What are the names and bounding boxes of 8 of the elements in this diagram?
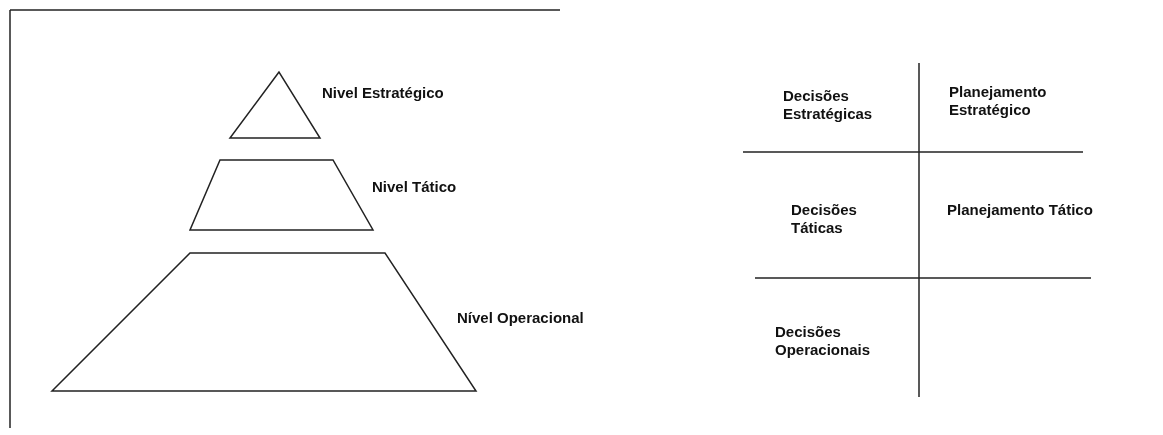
table-cell-text: Decisões Estratégicas xyxy=(783,87,874,123)
level-label: Nível Operacional xyxy=(457,309,585,327)
table-cell-text: Decisões Operacionais xyxy=(775,323,872,359)
level-label: Nivel Tático xyxy=(372,178,458,196)
table-cell-text: Planejamento Tático xyxy=(947,201,1094,219)
level-label: Nivel Estratégico xyxy=(322,84,445,102)
table-cell-text: Planejamento Estratégico xyxy=(949,83,1048,119)
table-cell-text: Decisões Táticas xyxy=(791,201,858,237)
